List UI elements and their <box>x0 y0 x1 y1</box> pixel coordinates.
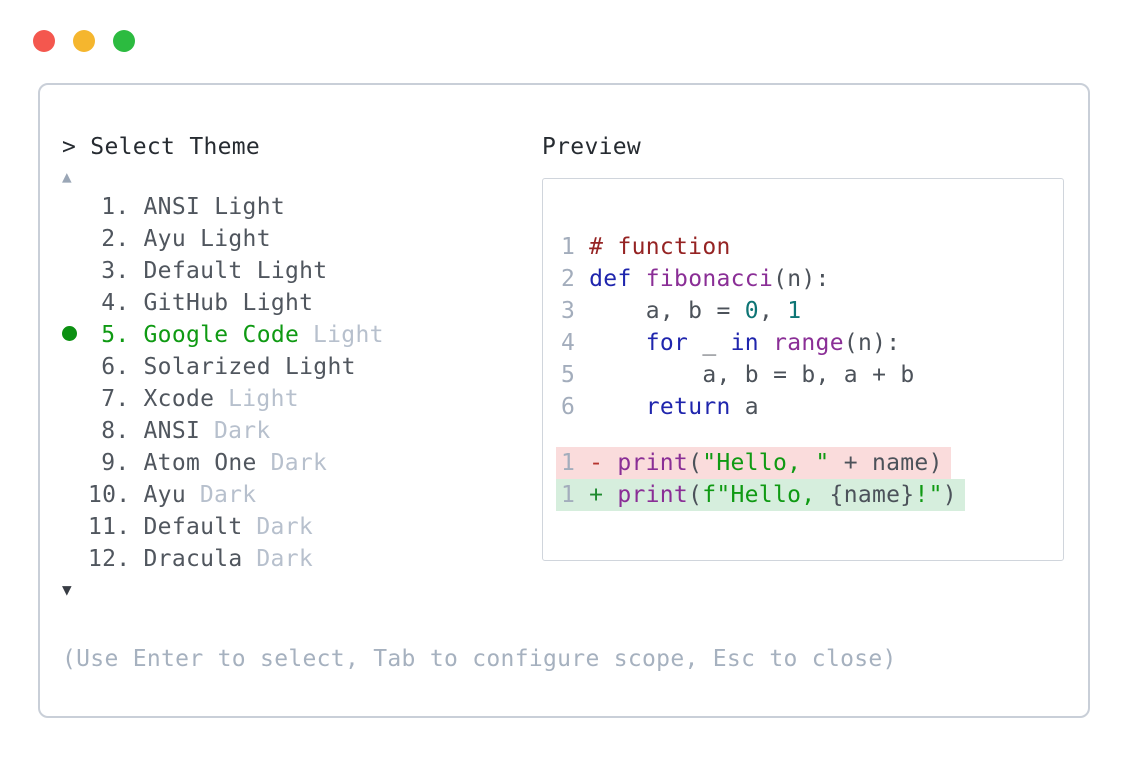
theme-picker-pane: > Select Theme ▲ 1.ANSI Light 2.Ayu Ligh… <box>62 131 897 675</box>
line-number: 2 <box>561 266 576 292</box>
diff-plus-sign: + <box>589 482 604 508</box>
minimize-button[interactable] <box>73 30 95 52</box>
scroll-up-icon[interactable]: ▲ <box>62 167 72 186</box>
theme-item-ayu-light[interactable]: 2.Ayu Light <box>101 226 271 252</box>
code-line: 3 a, b = 0, 1 <box>561 298 802 324</box>
theme-item-solarized-light[interactable]: 6.Solarized Light <box>101 354 356 380</box>
theme-item-github-light[interactable]: 4.GitHub Light <box>101 290 314 316</box>
theme-list: 1.ANSI Light 2.Ayu Light 3.Default Light… <box>62 191 897 575</box>
theme-item-default-light[interactable]: 3.Default Light <box>101 258 328 284</box>
line-number: 3 <box>561 298 576 324</box>
line-number: 5 <box>561 362 576 388</box>
preview-title: Preview <box>542 134 642 160</box>
line-number: 1 <box>561 234 576 260</box>
code-line: 5 a, b = b, a + b <box>561 362 915 388</box>
diff-added-line: 1+print(f"Hello, {name}!") <box>556 479 1063 511</box>
line-number: 4 <box>561 330 576 356</box>
keyboard-hint: (Use Enter to select, Tab to configure s… <box>62 646 897 672</box>
code-line: 6 return a <box>561 394 759 420</box>
window-controls <box>33 30 135 52</box>
close-button[interactable] <box>33 30 55 52</box>
marker-slot <box>62 319 88 351</box>
diff-removed-line: 1-print("Hello, " + name) <box>556 447 1063 479</box>
line-number: 1 <box>561 450 576 476</box>
line-number: 6 <box>561 394 576 420</box>
code-line: 1# function <box>561 234 731 260</box>
theme-picker-dialog: > Select Theme ▲ 1.ANSI Light 2.Ayu Ligh… <box>38 83 1090 718</box>
code-line: 4 for _ in range(n): <box>561 330 901 356</box>
line-number: 1 <box>561 482 576 508</box>
theme-item-ansi-light[interactable]: 1.ANSI Light <box>101 194 286 220</box>
scroll-down-icon[interactable]: ▼ <box>62 580 72 599</box>
diff-minus-sign: - <box>589 450 604 476</box>
maximize-button[interactable] <box>113 30 135 52</box>
selected-dot-icon <box>62 326 77 341</box>
select-theme-prompt: > Select Theme <box>62 134 261 160</box>
blank-line <box>561 423 1063 447</box>
